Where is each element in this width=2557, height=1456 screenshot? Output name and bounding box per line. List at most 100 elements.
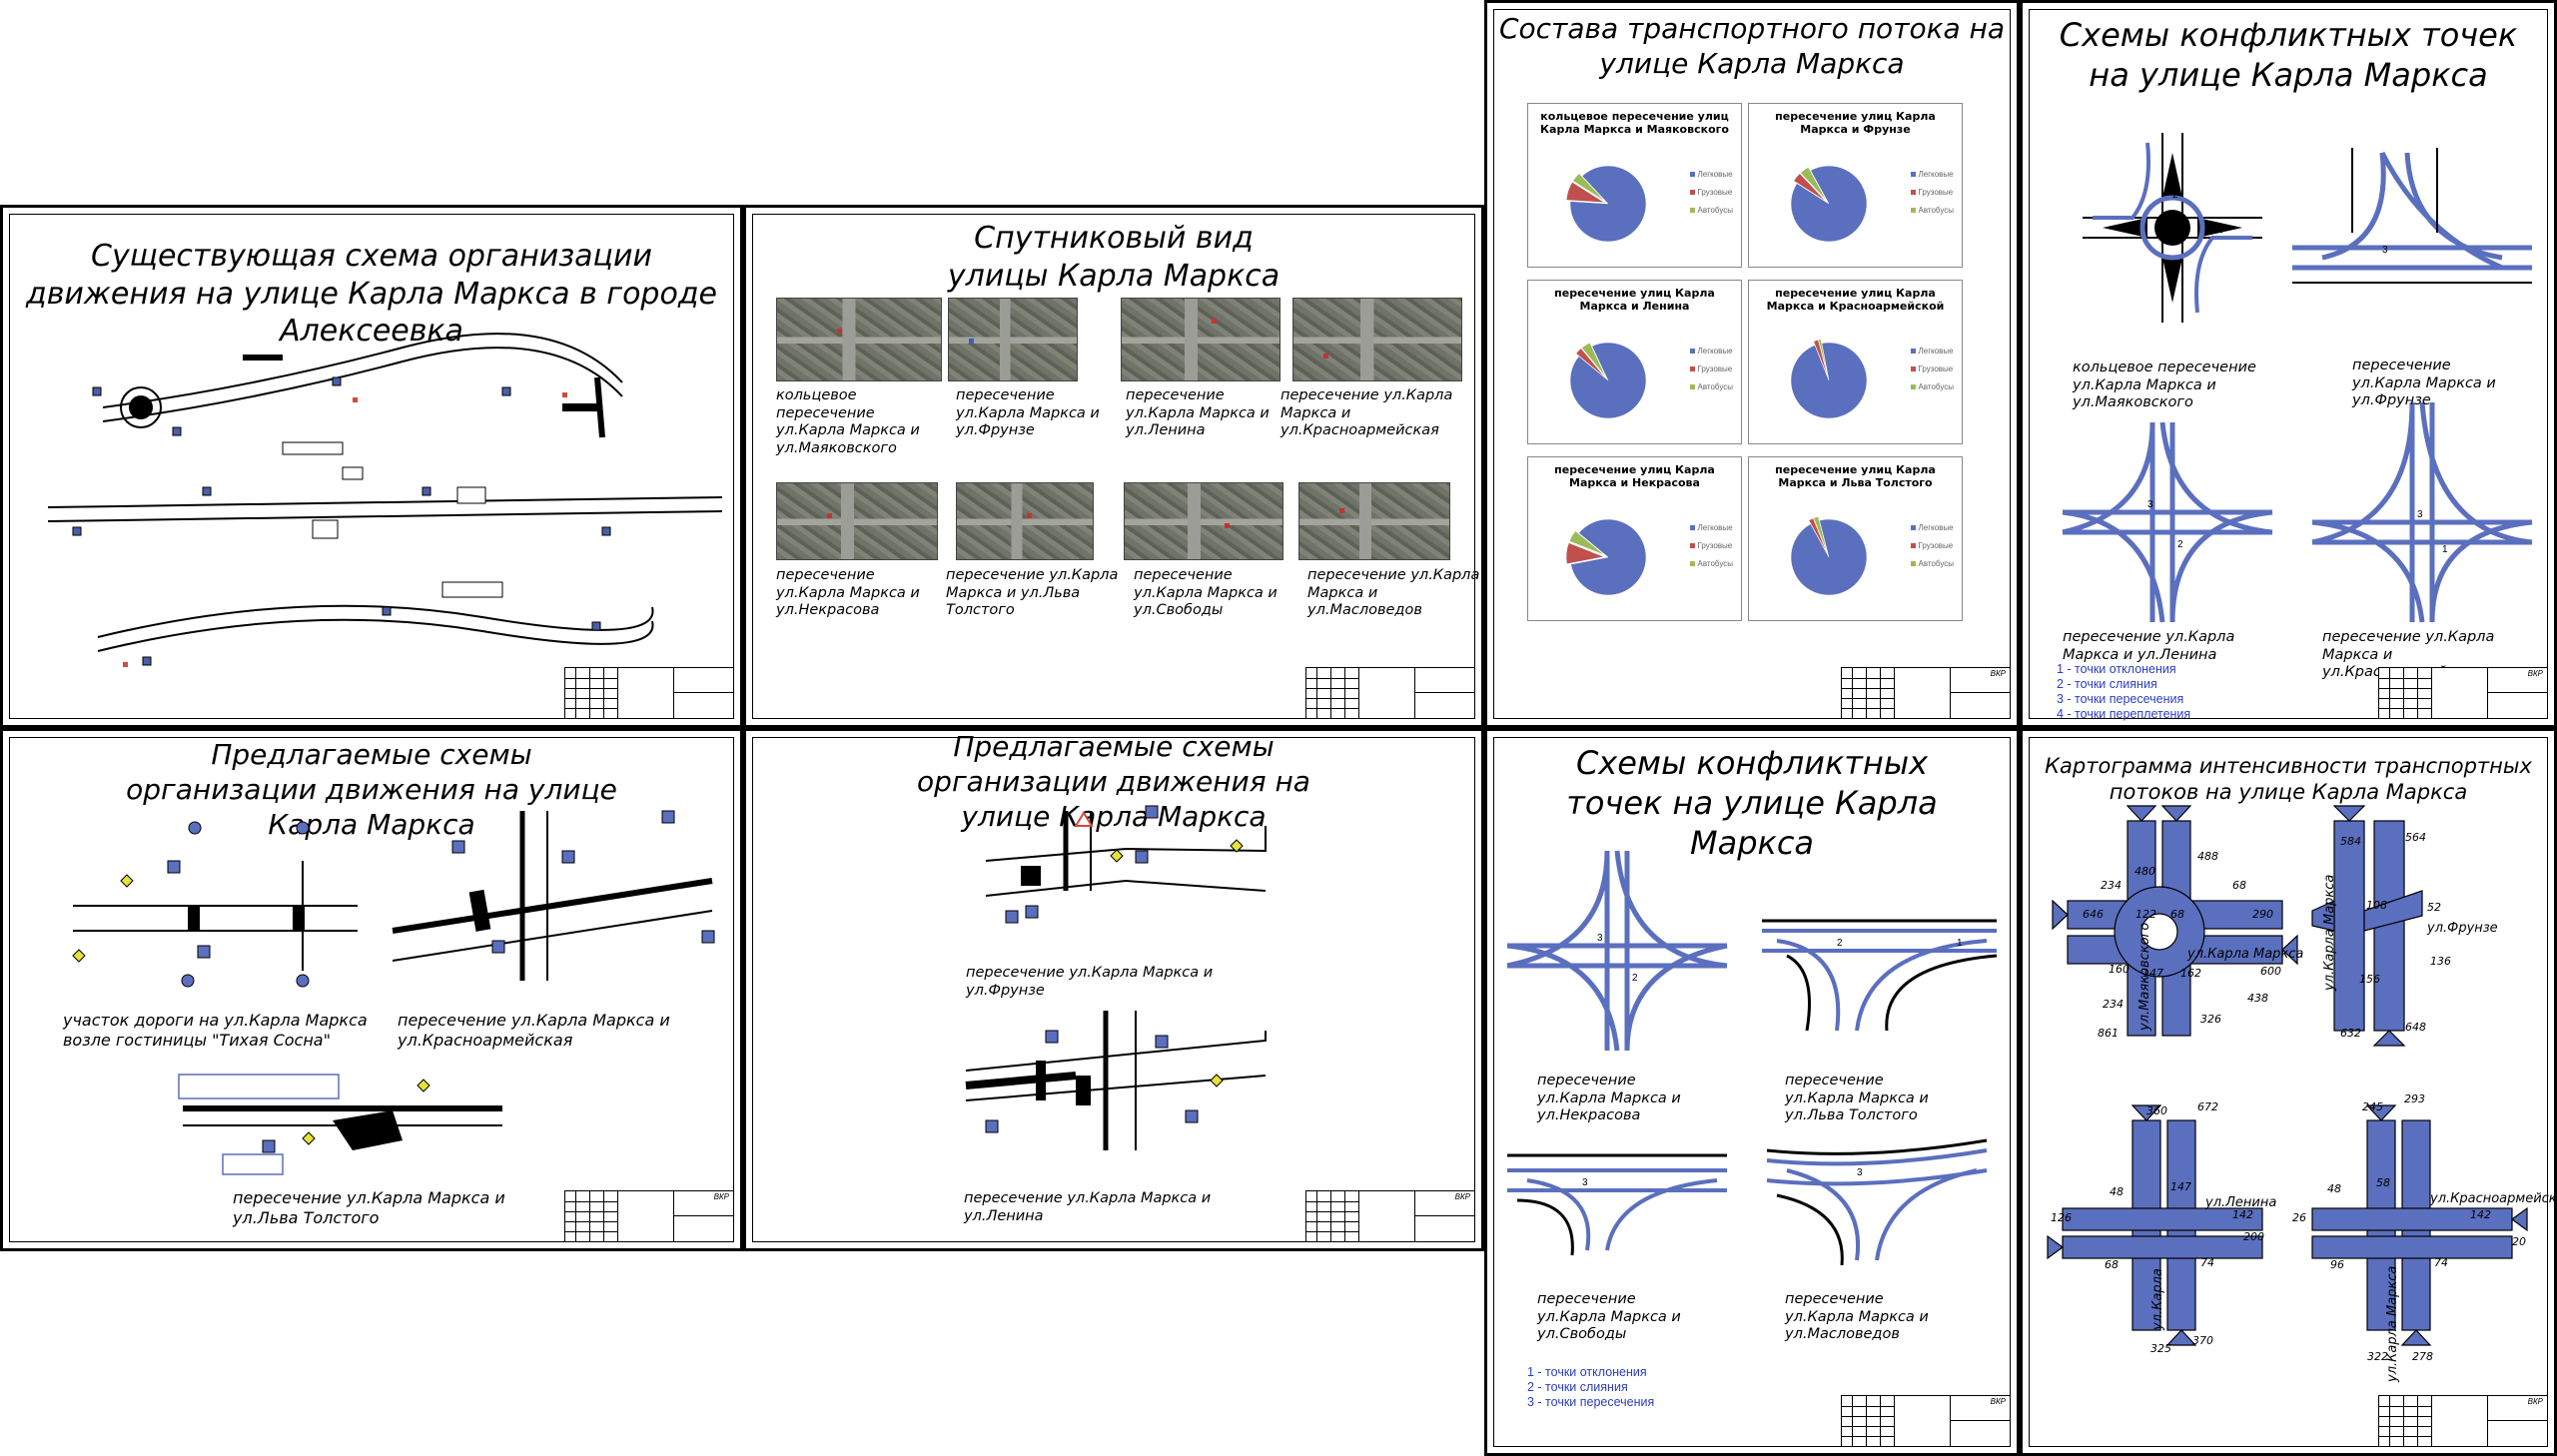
sheet-title: Спутниковый вид улицы Карла Маркса xyxy=(947,221,1280,294)
sheet-inner-frame xyxy=(2029,737,2548,1447)
pie-chart-panel: пересечение улиц Карла Маркса и Некрасов… xyxy=(1527,456,1742,621)
flow-value: 278 xyxy=(2412,1350,2433,1363)
flow-value: 632 xyxy=(2340,1027,2361,1040)
flow-value: 234 xyxy=(2103,998,2124,1011)
stamp-code: ВКР xyxy=(1990,1397,2006,1406)
pie-chart-title: пересечение улиц Карла Маркса и Фрунзе xyxy=(1775,110,1936,137)
photo-caption: пересечение ул.Карла Маркса и ул.Маслове… xyxy=(1307,567,1480,619)
flow-value: 136 xyxy=(2430,955,2451,968)
satellite-photo xyxy=(1292,298,1462,381)
flow-value: 52 xyxy=(2427,901,2441,914)
diagram-caption: пересечение ул.Карла Маркса и ул.Льва То… xyxy=(233,1188,505,1227)
svg-text:3: 3 xyxy=(2147,499,2153,510)
diagram-caption: пересечение ул.Карла Маркса и ул.Некрасо… xyxy=(1537,1073,1681,1124)
flow-value: 293 xyxy=(2404,1092,2425,1105)
flow-value: 584 xyxy=(2340,835,2361,848)
title-block-stamp xyxy=(1305,667,1475,719)
flow-value: 245 xyxy=(2362,1100,2383,1113)
sheet-inner-frame xyxy=(1493,737,2011,1447)
satellite-photo xyxy=(776,482,938,560)
flow-value: 325 xyxy=(2150,1342,2171,1355)
title-block-stamp: ВКР xyxy=(2378,1395,2548,1447)
legend-item: 2 - точки слияния xyxy=(2057,677,2157,691)
flow-value: 290 xyxy=(2252,908,2273,921)
stamp-code: ВКР xyxy=(2527,1397,2543,1406)
sheet-inner-frame xyxy=(1493,9,2011,719)
flow-value: 600 xyxy=(2260,965,2281,978)
flow-value: 142 xyxy=(2470,1208,2491,1221)
pie-chart-panel: пересечение улиц Карла Маркса и Красноар… xyxy=(1748,280,1963,444)
flow-value: 142 xyxy=(2232,1208,2253,1221)
sheet-title: Картограмма интенсивности транспортных п… xyxy=(2045,754,2532,805)
pie-legend-item: Легковые xyxy=(1689,519,1734,537)
stamp-code: ВКР xyxy=(713,1192,729,1201)
pie-slice xyxy=(1818,339,1829,377)
pie-slice xyxy=(1800,167,1827,201)
proposed-scheme-drawing xyxy=(72,810,715,1175)
flow-value: 360 xyxy=(2146,1104,2167,1117)
svg-text:3: 3 xyxy=(2382,245,2388,256)
legend-item: 4 - точки переплетения xyxy=(2057,707,2191,721)
flow-value: 234 xyxy=(2101,879,2122,892)
sheet-inner-frame xyxy=(752,737,1475,1242)
pie-chart-title: кольцевое пересечение улиц Карла Маркса … xyxy=(1540,110,1729,137)
pie-slice xyxy=(1790,518,1868,596)
title-block-stamp: ВКР xyxy=(564,1190,734,1242)
sheet-proposed-schemes-1: Предлагаемые схемы организации движения … xyxy=(0,728,743,1251)
photo-caption: пересечение ул.Карла Маркса и ул.Фрунзе xyxy=(956,387,1100,439)
legend-item: 3 - точки пересечения xyxy=(2057,692,2184,706)
flow-value: 74 xyxy=(2434,1256,2448,1269)
flow-value: 326 xyxy=(2200,1013,2221,1026)
flow-value: 147 xyxy=(2170,1180,2191,1193)
stamp-code: ВКР xyxy=(2527,669,2543,678)
photo-caption: кольцевое пересечение ул.Карла Маркса и … xyxy=(776,387,920,457)
flow-value: 322 xyxy=(2367,1350,2388,1363)
legend-item: 1 - точки отклонения xyxy=(1527,1365,1647,1379)
title-block-stamp: ВКР xyxy=(2378,667,2548,719)
sheet-proposed-schemes-2: Предлагаемые схемы организации движения … xyxy=(743,728,1484,1251)
pie-legend-item: Автобусы xyxy=(1689,378,1733,396)
pie-slice xyxy=(1790,165,1868,243)
pie-chart-title: пересечение улиц Карла Маркса и Красноар… xyxy=(1766,287,1945,314)
svg-text:3: 3 xyxy=(2417,509,2423,520)
svg-text:3: 3 xyxy=(1597,933,1603,944)
sheet-existing-scheme: Существующая схема организации движения … xyxy=(0,205,743,728)
pie-slice xyxy=(1566,182,1605,204)
satellite-photo xyxy=(956,482,1094,560)
flow-value: 58 xyxy=(2376,1176,2390,1189)
pie-slice xyxy=(1808,517,1828,554)
road-layout-drawing xyxy=(47,333,723,667)
flow-value: 74 xyxy=(2200,1256,2214,1269)
pie-chart-title: пересечение улиц Карла Маркса и Ленина xyxy=(1554,287,1715,314)
stamp-code: ВКР xyxy=(1990,669,2006,678)
flow-value: 156 xyxy=(2359,973,2380,986)
diagram-caption: пересечение ул.Карла Маркса и ул.Красноа… xyxy=(398,1011,670,1050)
sheet-title: Состава транспортного потока на улице Ка… xyxy=(1498,12,2006,80)
flow-value: 370 xyxy=(2192,1334,2213,1347)
title-block-stamp: ВКР xyxy=(1305,1190,1475,1242)
title-block-stamp: ВКР xyxy=(1841,1395,2011,1447)
pie-slice xyxy=(1569,165,1647,243)
pie-legend-item: Грузовые xyxy=(1689,537,1734,555)
flow-value: 68 xyxy=(2105,1258,2119,1271)
sheet-inner-frame xyxy=(752,214,1475,719)
legend-item: 1 - точки отклонения xyxy=(2057,662,2176,676)
pie-slice xyxy=(1565,542,1605,565)
flow-value: 48 xyxy=(2327,1182,2341,1195)
pie-slice xyxy=(1568,530,1605,556)
proposed-scheme-drawing xyxy=(965,805,1267,1150)
satellite-photo xyxy=(1121,298,1280,381)
diagram-caption: участок дороги на ул.Карла Маркса возле … xyxy=(63,1011,368,1050)
legend-item: 3 - точки пересечения xyxy=(1527,1395,1655,1409)
pie-legend-item: Автобусы xyxy=(1910,378,1954,396)
svg-text:2: 2 xyxy=(1837,938,1843,949)
flow-value: 68 xyxy=(2170,908,2184,921)
flow-value: 68 xyxy=(2232,879,2246,892)
sheet-title: Предлагаемые схемы организации движения … xyxy=(917,730,1310,833)
